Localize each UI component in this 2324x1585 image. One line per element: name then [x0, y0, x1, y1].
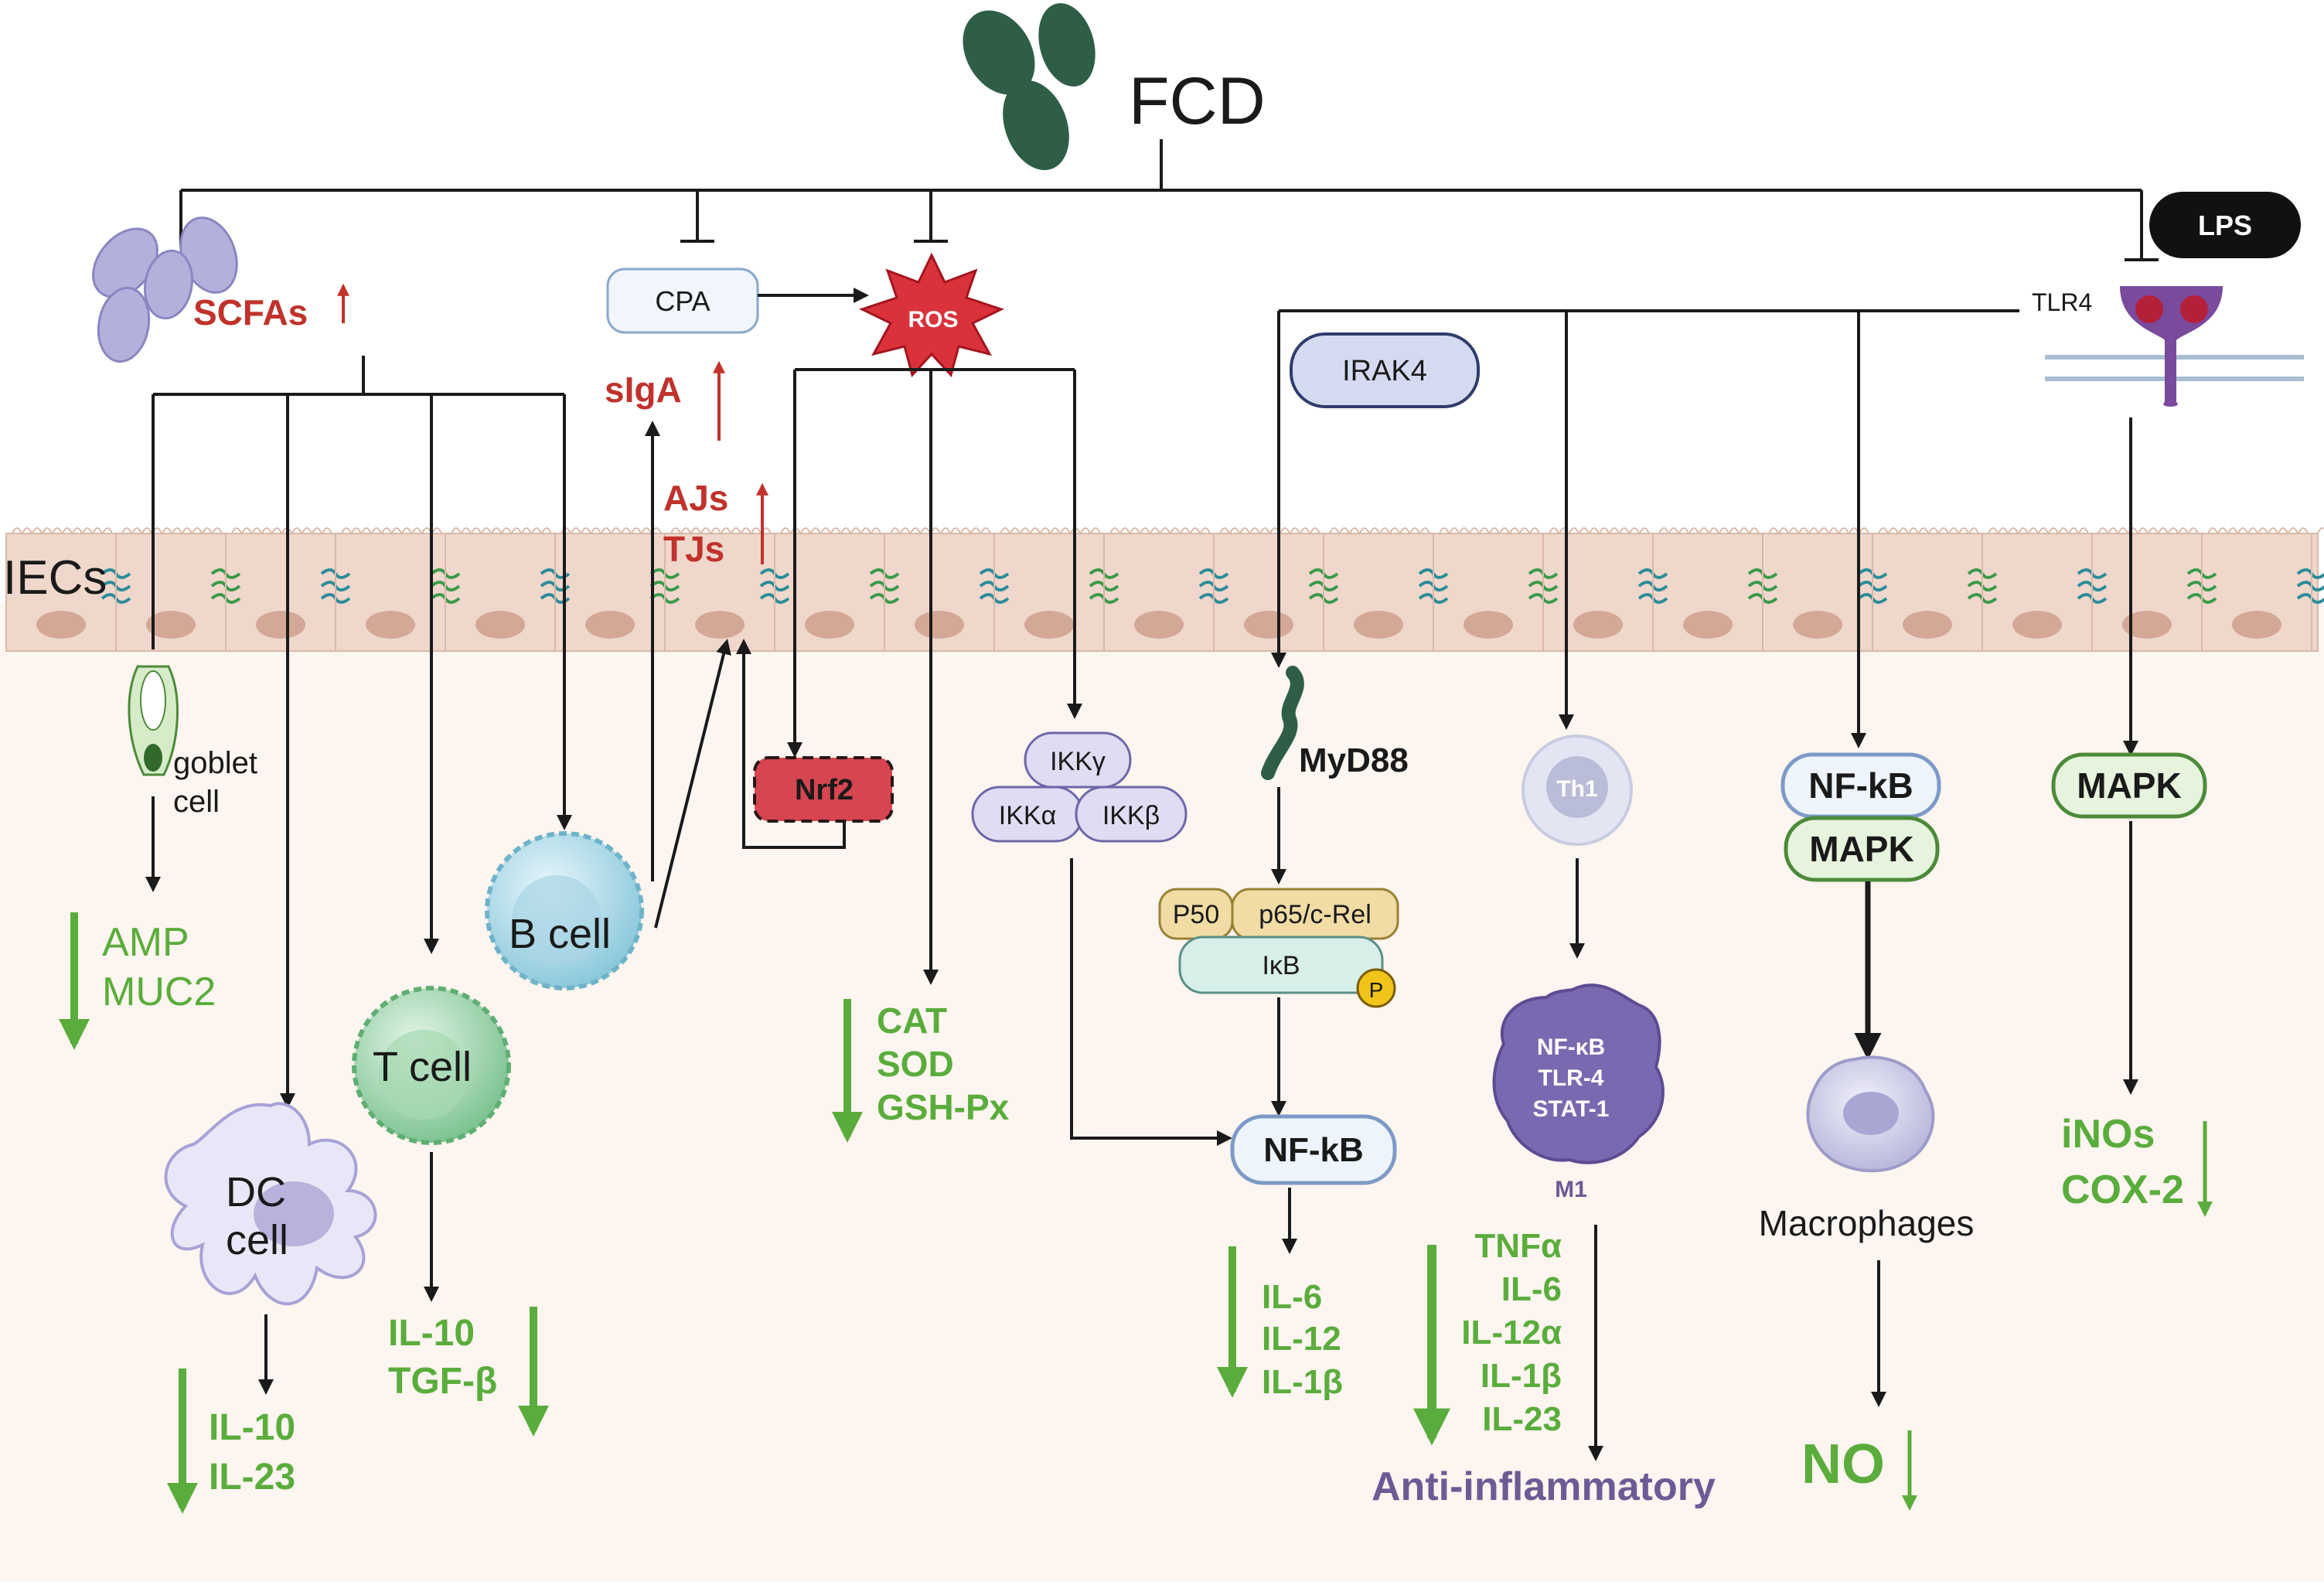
lps-box — [2149, 192, 2301, 258]
tlr4-label: TLR4 — [2032, 288, 2092, 316]
nfkb-center-label: NF-kB — [1263, 1131, 1364, 1169]
th1-label: Th1 — [1556, 776, 1597, 802]
anti-inflammatory-label: Anti-inflammatory — [1372, 1464, 1716, 1509]
lamina-propria-bg — [0, 603, 2324, 1581]
ikk-gamma — [1024, 731, 1132, 789]
scfas-label: SCFAs — [193, 292, 308, 332]
dc-out-1: IL-10 — [209, 1407, 295, 1448]
mapk-far-label: MAPK — [2077, 765, 2181, 806]
goblet-label-1: goblet — [173, 746, 257, 780]
cpa-label: CPA — [655, 285, 710, 317]
macrophages-label: Macrophages — [1759, 1203, 1975, 1243]
goblet-cell-icon — [128, 665, 179, 776]
ikk-gamma-label: IKKγ — [1050, 747, 1106, 776]
epithelium — [5, 527, 2324, 652]
b-cell-icon — [485, 831, 644, 990]
m1-out-3: IL-12α — [1461, 1314, 1562, 1352]
phospho-label: P — [1369, 978, 1384, 1002]
t-out-1: IL-10 — [388, 1313, 475, 1354]
ikk-beta — [1075, 786, 1188, 843]
mapk-right-box — [1784, 816, 1940, 882]
tjs-label: TJs — [663, 529, 724, 569]
p65-label: p65/c-Rel — [1259, 900, 1372, 929]
antiox-3: GSH-Px — [877, 1087, 1010, 1127]
m1-inner-2: TLR-4 — [1539, 1065, 1604, 1091]
antiox-1: CAT — [877, 1000, 947, 1041]
dc-cell-icon — [164, 1102, 377, 1306]
nfkb-out-3: IL-1β — [1262, 1363, 1343, 1401]
muc2-label: MUC2 — [102, 970, 216, 1014]
t-cell-icon — [352, 986, 511, 1145]
m1-label: M1 — [1555, 1177, 1587, 1202]
fcd-icon — [963, 3, 1096, 171]
ros-star — [859, 252, 1004, 378]
no-label: NO — [1801, 1433, 1885, 1495]
macrophage-icon — [1806, 1055, 1935, 1173]
b-cell-label: B cell — [509, 911, 611, 957]
inos-label: iNOs — [2061, 1112, 2155, 1157]
nfkb-out-1: IL-6 — [1262, 1278, 1322, 1316]
tlr4-receptor-icon — [2045, 286, 2304, 407]
antiox-2: SOD — [877, 1044, 954, 1084]
mapk-right-label: MAPK — [1809, 829, 1913, 869]
ikb-box — [1178, 936, 1384, 994]
myd88-label: MyD88 — [1299, 741, 1409, 779]
dc-out-2: IL-23 — [209, 1457, 295, 1498]
nfkb-center-box — [1230, 1114, 1397, 1185]
ikk-alpha-label: IKKα — [999, 801, 1056, 830]
m1-cell-icon — [1492, 983, 1665, 1164]
dc-label-1: DC — [226, 1169, 286, 1215]
cpa-box — [606, 268, 759, 334]
irak4-box — [1290, 332, 1480, 408]
nfkb-out-2: IL-12 — [1262, 1320, 1341, 1358]
irak4-label: IRAK4 — [1342, 355, 1427, 387]
scfa-bacteria-icon — [92, 216, 238, 363]
ikk-beta-label: IKKβ — [1102, 801, 1160, 830]
m1-out-1: TNFα — [1474, 1227, 1562, 1265]
fcd-title: FCD — [1129, 64, 1266, 138]
ajs-label: AJs — [663, 478, 728, 518]
p50-label: P50 — [1173, 900, 1220, 929]
dc-label-2: cell — [226, 1217, 288, 1263]
ros-label: ROS — [908, 307, 958, 332]
phospho-badge — [1356, 968, 1396, 1008]
m1-inner-1: NF-κB — [1537, 1035, 1605, 1060]
myd88-icon — [1261, 666, 1304, 780]
nrf2-label: Nrf2 — [795, 774, 854, 806]
mapk-far-box — [2051, 752, 2207, 819]
nrf2-box — [753, 756, 894, 823]
m1-out-4: IL-1β — [1481, 1357, 1562, 1395]
cox2-label: COX-2 — [2061, 1167, 2184, 1212]
siga-label: sIgA — [605, 370, 682, 410]
ikb-label: IκB — [1262, 951, 1300, 980]
lps-label: LPS — [2198, 210, 2252, 241]
m1-out-2: IL-6 — [1501, 1270, 1562, 1308]
goblet-label-2: cell — [173, 785, 220, 819]
th1-cell-icon — [1522, 735, 1633, 846]
t-out-2: TGF-β — [388, 1361, 497, 1402]
m1-inner-3: STAT-1 — [1533, 1096, 1610, 1122]
m1-out-5: IL-23 — [1482, 1400, 1562, 1438]
amp-label: AMP — [102, 920, 189, 965]
iecs-label: IECs — [3, 551, 107, 605]
nfkb-right-label: NF-kB — [1808, 765, 1913, 806]
t-cell-label: T cell — [373, 1044, 472, 1090]
